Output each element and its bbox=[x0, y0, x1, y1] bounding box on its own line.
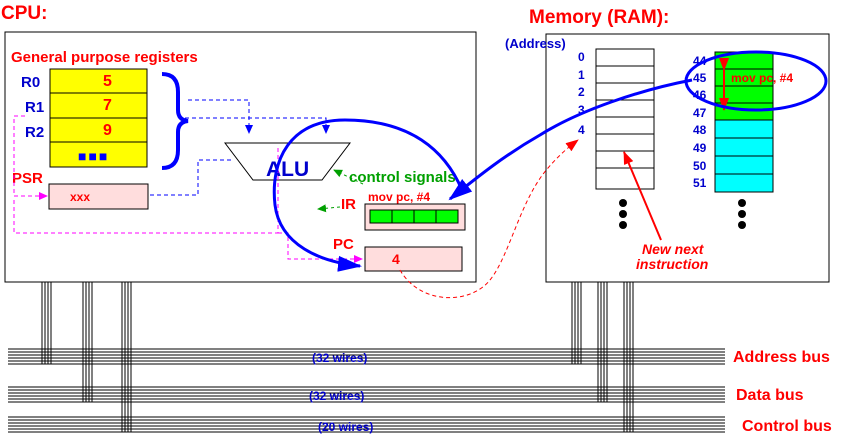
memory-address-0: 0 bbox=[578, 50, 585, 64]
data-bus-wires: (32 wires) bbox=[309, 389, 364, 403]
psr-value: xxx bbox=[70, 190, 90, 204]
register-r0-name: R0 bbox=[21, 74, 40, 91]
memory-address-2: 2 bbox=[578, 85, 585, 99]
memory-instruction-label: mov pc, #4 bbox=[731, 71, 793, 85]
control-bus-wires: (20 wires) bbox=[318, 420, 373, 434]
address-bus-wires: (32 wires) bbox=[312, 351, 367, 365]
memory-high-continuation-dots bbox=[738, 199, 746, 229]
control-signals-label: control signals bbox=[349, 169, 456, 186]
new-next-arrow bbox=[623, 151, 662, 241]
memory-box bbox=[545, 33, 830, 283]
cpu-title: CPU: bbox=[1, 3, 47, 24]
memory-address-4: 4 bbox=[578, 123, 585, 137]
register-r1-name: R1 bbox=[25, 99, 44, 116]
memory-address-47: 47 bbox=[693, 106, 707, 120]
execute-arc-ir-to-pc bbox=[272, 118, 464, 272]
register-r1-value: 7 bbox=[103, 97, 112, 114]
control-signal-arrows bbox=[317, 169, 364, 213]
memory-address-51: 51 bbox=[693, 176, 707, 190]
register-r2-value: 9 bbox=[103, 122, 112, 139]
pc-label: PC bbox=[333, 236, 354, 253]
ir-instruction: mov pc, #4 bbox=[368, 190, 430, 204]
data-bus-label: Data bus bbox=[736, 387, 804, 404]
memory-address-50: 50 bbox=[693, 159, 707, 173]
register-to-alu-lines bbox=[150, 99, 330, 196]
register-r0-value: 5 bbox=[103, 73, 112, 90]
bus-wires bbox=[8, 282, 725, 433]
memory-column-low bbox=[595, 48, 655, 190]
ir-label: IR bbox=[341, 196, 356, 213]
control-bus-label: Control bus bbox=[742, 418, 832, 435]
ir-bits bbox=[369, 209, 459, 224]
memory-title: Memory (RAM): bbox=[529, 7, 669, 28]
fetch-arc-memory-to-ir bbox=[448, 78, 693, 201]
annotation-line1: New next bbox=[642, 241, 705, 257]
psr-label: PSR bbox=[12, 170, 43, 187]
alu-shape bbox=[223, 142, 352, 181]
address-header: (Address) bbox=[505, 36, 566, 51]
pc-to-memory-dashed bbox=[399, 139, 579, 299]
pc-register bbox=[364, 246, 463, 272]
memory-address-1: 1 bbox=[578, 68, 585, 82]
alu-label: ALU bbox=[266, 158, 309, 181]
register-file bbox=[49, 68, 148, 168]
memory-address-3: 3 bbox=[578, 103, 585, 117]
register-more-dots: ■■■ bbox=[78, 148, 109, 164]
register-r2-name: R2 bbox=[25, 124, 44, 141]
psr-register bbox=[48, 183, 149, 210]
register-brace bbox=[161, 72, 189, 170]
gpr-title: General purpose registers bbox=[11, 49, 198, 66]
memory-address-48: 48 bbox=[693, 123, 707, 137]
memory-low-continuation-dots bbox=[619, 199, 627, 229]
annotation-line2: instruction bbox=[636, 256, 708, 272]
memory-address-49: 49 bbox=[693, 141, 707, 155]
pc-value: 4 bbox=[392, 251, 400, 267]
memory-address-45: 45 bbox=[693, 71, 707, 85]
address-bus-label: Address bus bbox=[733, 349, 830, 366]
